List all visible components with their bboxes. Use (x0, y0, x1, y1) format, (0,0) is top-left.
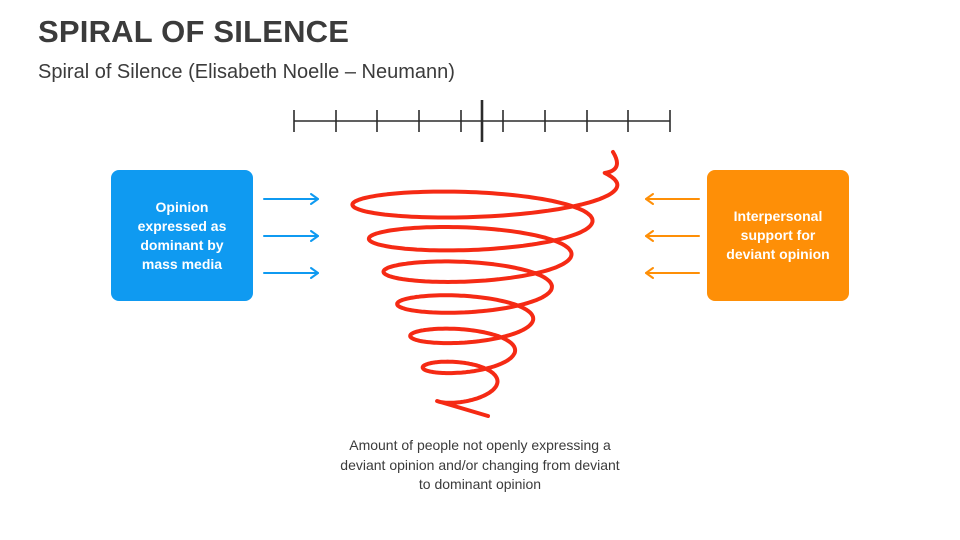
arrow-left-icon (645, 193, 700, 205)
arrow-left-icon (645, 230, 700, 242)
arrow-right-icon (263, 267, 319, 279)
interpersonal-support-box: Interpersonal support for deviant opinio… (707, 170, 849, 301)
mass-media-opinion-box: Opinion expressed as dominant by mass me… (111, 170, 253, 301)
spiral-icon (350, 150, 620, 418)
arrow-right-icon (263, 230, 319, 242)
scale-ticks (293, 110, 671, 132)
opinion-scale (293, 100, 671, 142)
left-arrows (263, 193, 319, 279)
page-subtitle: Spiral of Silence (Elisabeth Noelle – Ne… (38, 61, 455, 83)
mass-media-opinion-label: Opinion expressed as dominant by mass me… (137, 198, 227, 272)
right-arrows (645, 193, 700, 279)
interpersonal-support-label: Interpersonal support for deviant opinio… (726, 208, 830, 262)
page-title: SPIRAL OF SILENCE (38, 14, 350, 49)
arrow-left-icon (645, 267, 700, 279)
arrow-right-icon (263, 193, 319, 205)
spiral-caption: Amount of people not openly expressing a… (340, 437, 620, 492)
